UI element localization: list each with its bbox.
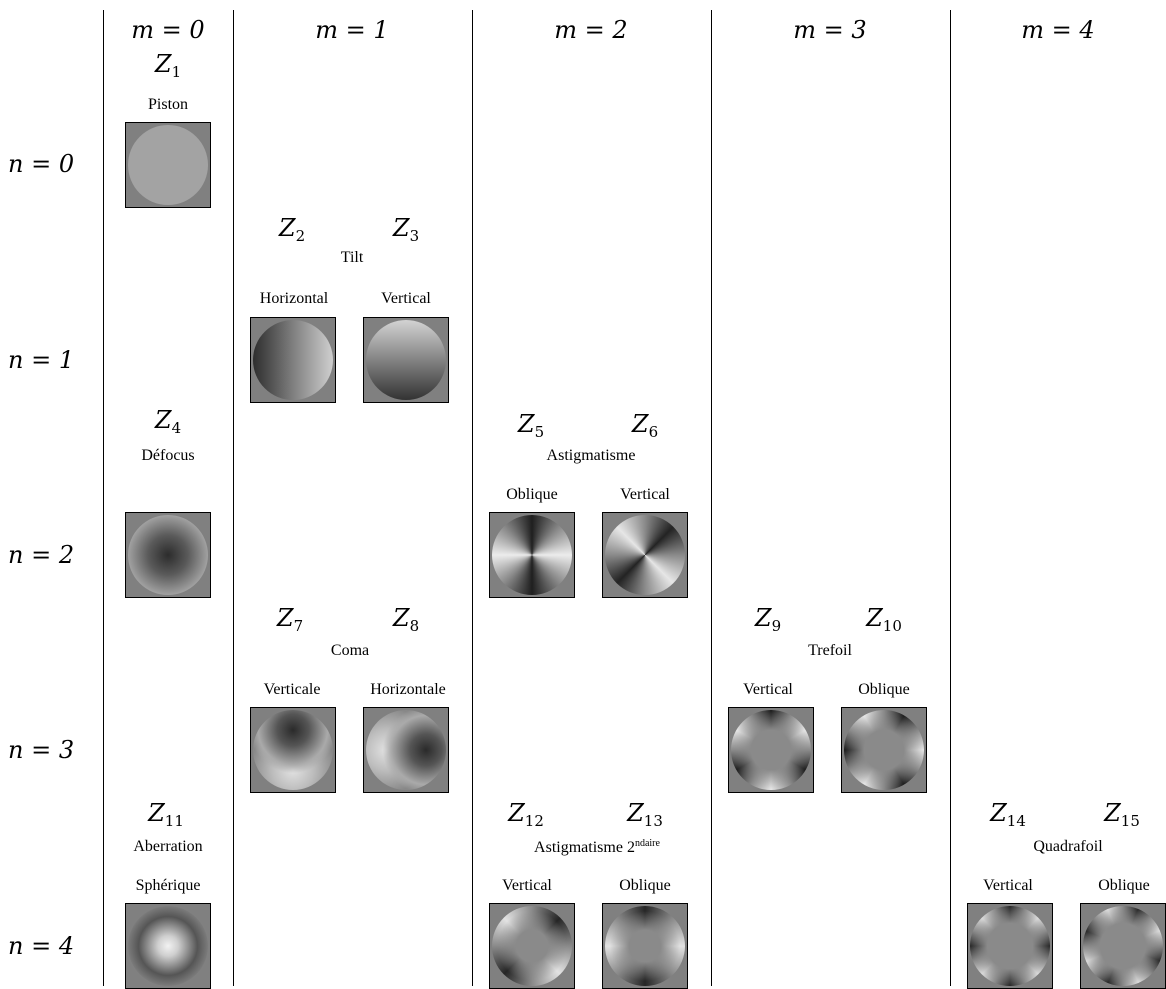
- mode-label-z3: Z3: [392, 214, 420, 245]
- mode-variant-name: Horizontal: [259, 290, 329, 307]
- mode-variant-name: Vertical: [983, 877, 1033, 894]
- column-divider: [103, 10, 104, 986]
- mode-label-z13: Z13: [627, 799, 663, 830]
- zernike-map-z7: [250, 707, 336, 793]
- zernike-map-z1: [125, 122, 211, 208]
- row-label-n1: n = 1: [8, 346, 75, 374]
- mode-variant-name: Horizontale: [370, 681, 446, 698]
- mode-variant-name: Vertical: [620, 486, 670, 503]
- column-header-m3: m = 3: [793, 16, 867, 44]
- mode-group-name: Quadrafoil: [1033, 838, 1103, 855]
- mode-variant-name: Vertical: [381, 290, 431, 307]
- mode-label-z12: Z12: [508, 799, 544, 830]
- mode-variant-name: Oblique: [619, 877, 671, 894]
- mode-label-z7: Z7: [276, 604, 304, 635]
- zernike-map-z14: [967, 903, 1053, 989]
- mode-variant-name: Vertical: [502, 877, 552, 894]
- zernike-map-z10: [841, 707, 927, 793]
- mode-label-z14: Z14: [990, 799, 1026, 830]
- mode-label-z15: Z15: [1104, 799, 1140, 830]
- column-header-m4: m = 4: [1021, 16, 1095, 44]
- mode-variant-name: Verticale: [263, 681, 321, 698]
- mode-variant-name: Oblique: [506, 486, 558, 503]
- row-label-n2: n = 2: [8, 541, 75, 569]
- mode-group-name: Piston: [147, 96, 189, 113]
- zernike-map-z15: [1080, 903, 1166, 989]
- mode-label-z6: Z6: [631, 410, 659, 441]
- row-label-n0: n = 0: [8, 150, 75, 178]
- mode-group-name: Tilt: [340, 249, 364, 266]
- mode-variant-name: Oblique: [1098, 877, 1150, 894]
- zernike-map-z4: [125, 512, 211, 598]
- zernike-map-z13: [602, 903, 688, 989]
- zernike-map-z9: [728, 707, 814, 793]
- zernike-map-z2: [250, 317, 336, 403]
- mode-group-name: Coma: [330, 642, 370, 659]
- mode-label-z9: Z9: [754, 604, 782, 635]
- mode-variant-name: Oblique: [858, 681, 910, 698]
- mode-group-name: Astigmatisme: [546, 447, 636, 464]
- zernike-map-z12: [489, 903, 575, 989]
- column-divider: [711, 10, 712, 986]
- column-header-m1: m = 1: [315, 16, 389, 44]
- zernike-map-z6: [602, 512, 688, 598]
- mode-group-name: Astigmatisme 2ndaire: [534, 838, 660, 856]
- mode-label-z11: Z11: [148, 799, 184, 830]
- row-label-n3: n = 3: [8, 736, 75, 764]
- zernike-map-z8: [363, 707, 449, 793]
- column-divider: [233, 10, 234, 986]
- zernike-map-z3: [363, 317, 449, 403]
- mode-label-z10: Z10: [866, 604, 902, 635]
- mode-label-z4: Z4: [154, 406, 182, 437]
- zernike-map-z5: [489, 512, 575, 598]
- zernike-map-z11: [125, 903, 211, 989]
- row-label-n4: n = 4: [8, 932, 75, 960]
- mode-label-z1: Z1: [154, 50, 182, 81]
- column-divider: [950, 10, 951, 986]
- column-header-m2: m = 2: [554, 16, 628, 44]
- mode-label-z8: Z8: [392, 604, 420, 635]
- mode-group-name: Défocus: [141, 447, 195, 464]
- mode-group-name: Trefoil: [808, 642, 852, 659]
- mode-variant-name: Vertical: [743, 681, 793, 698]
- column-divider: [472, 10, 473, 986]
- mode-label-z2: Z2: [278, 214, 306, 245]
- mode-variant-name: Sphérique: [135, 877, 201, 894]
- mode-label-z5: Z5: [517, 410, 545, 441]
- column-header-m0: m = 0: [131, 16, 205, 44]
- mode-group-name: Aberration: [133, 838, 203, 855]
